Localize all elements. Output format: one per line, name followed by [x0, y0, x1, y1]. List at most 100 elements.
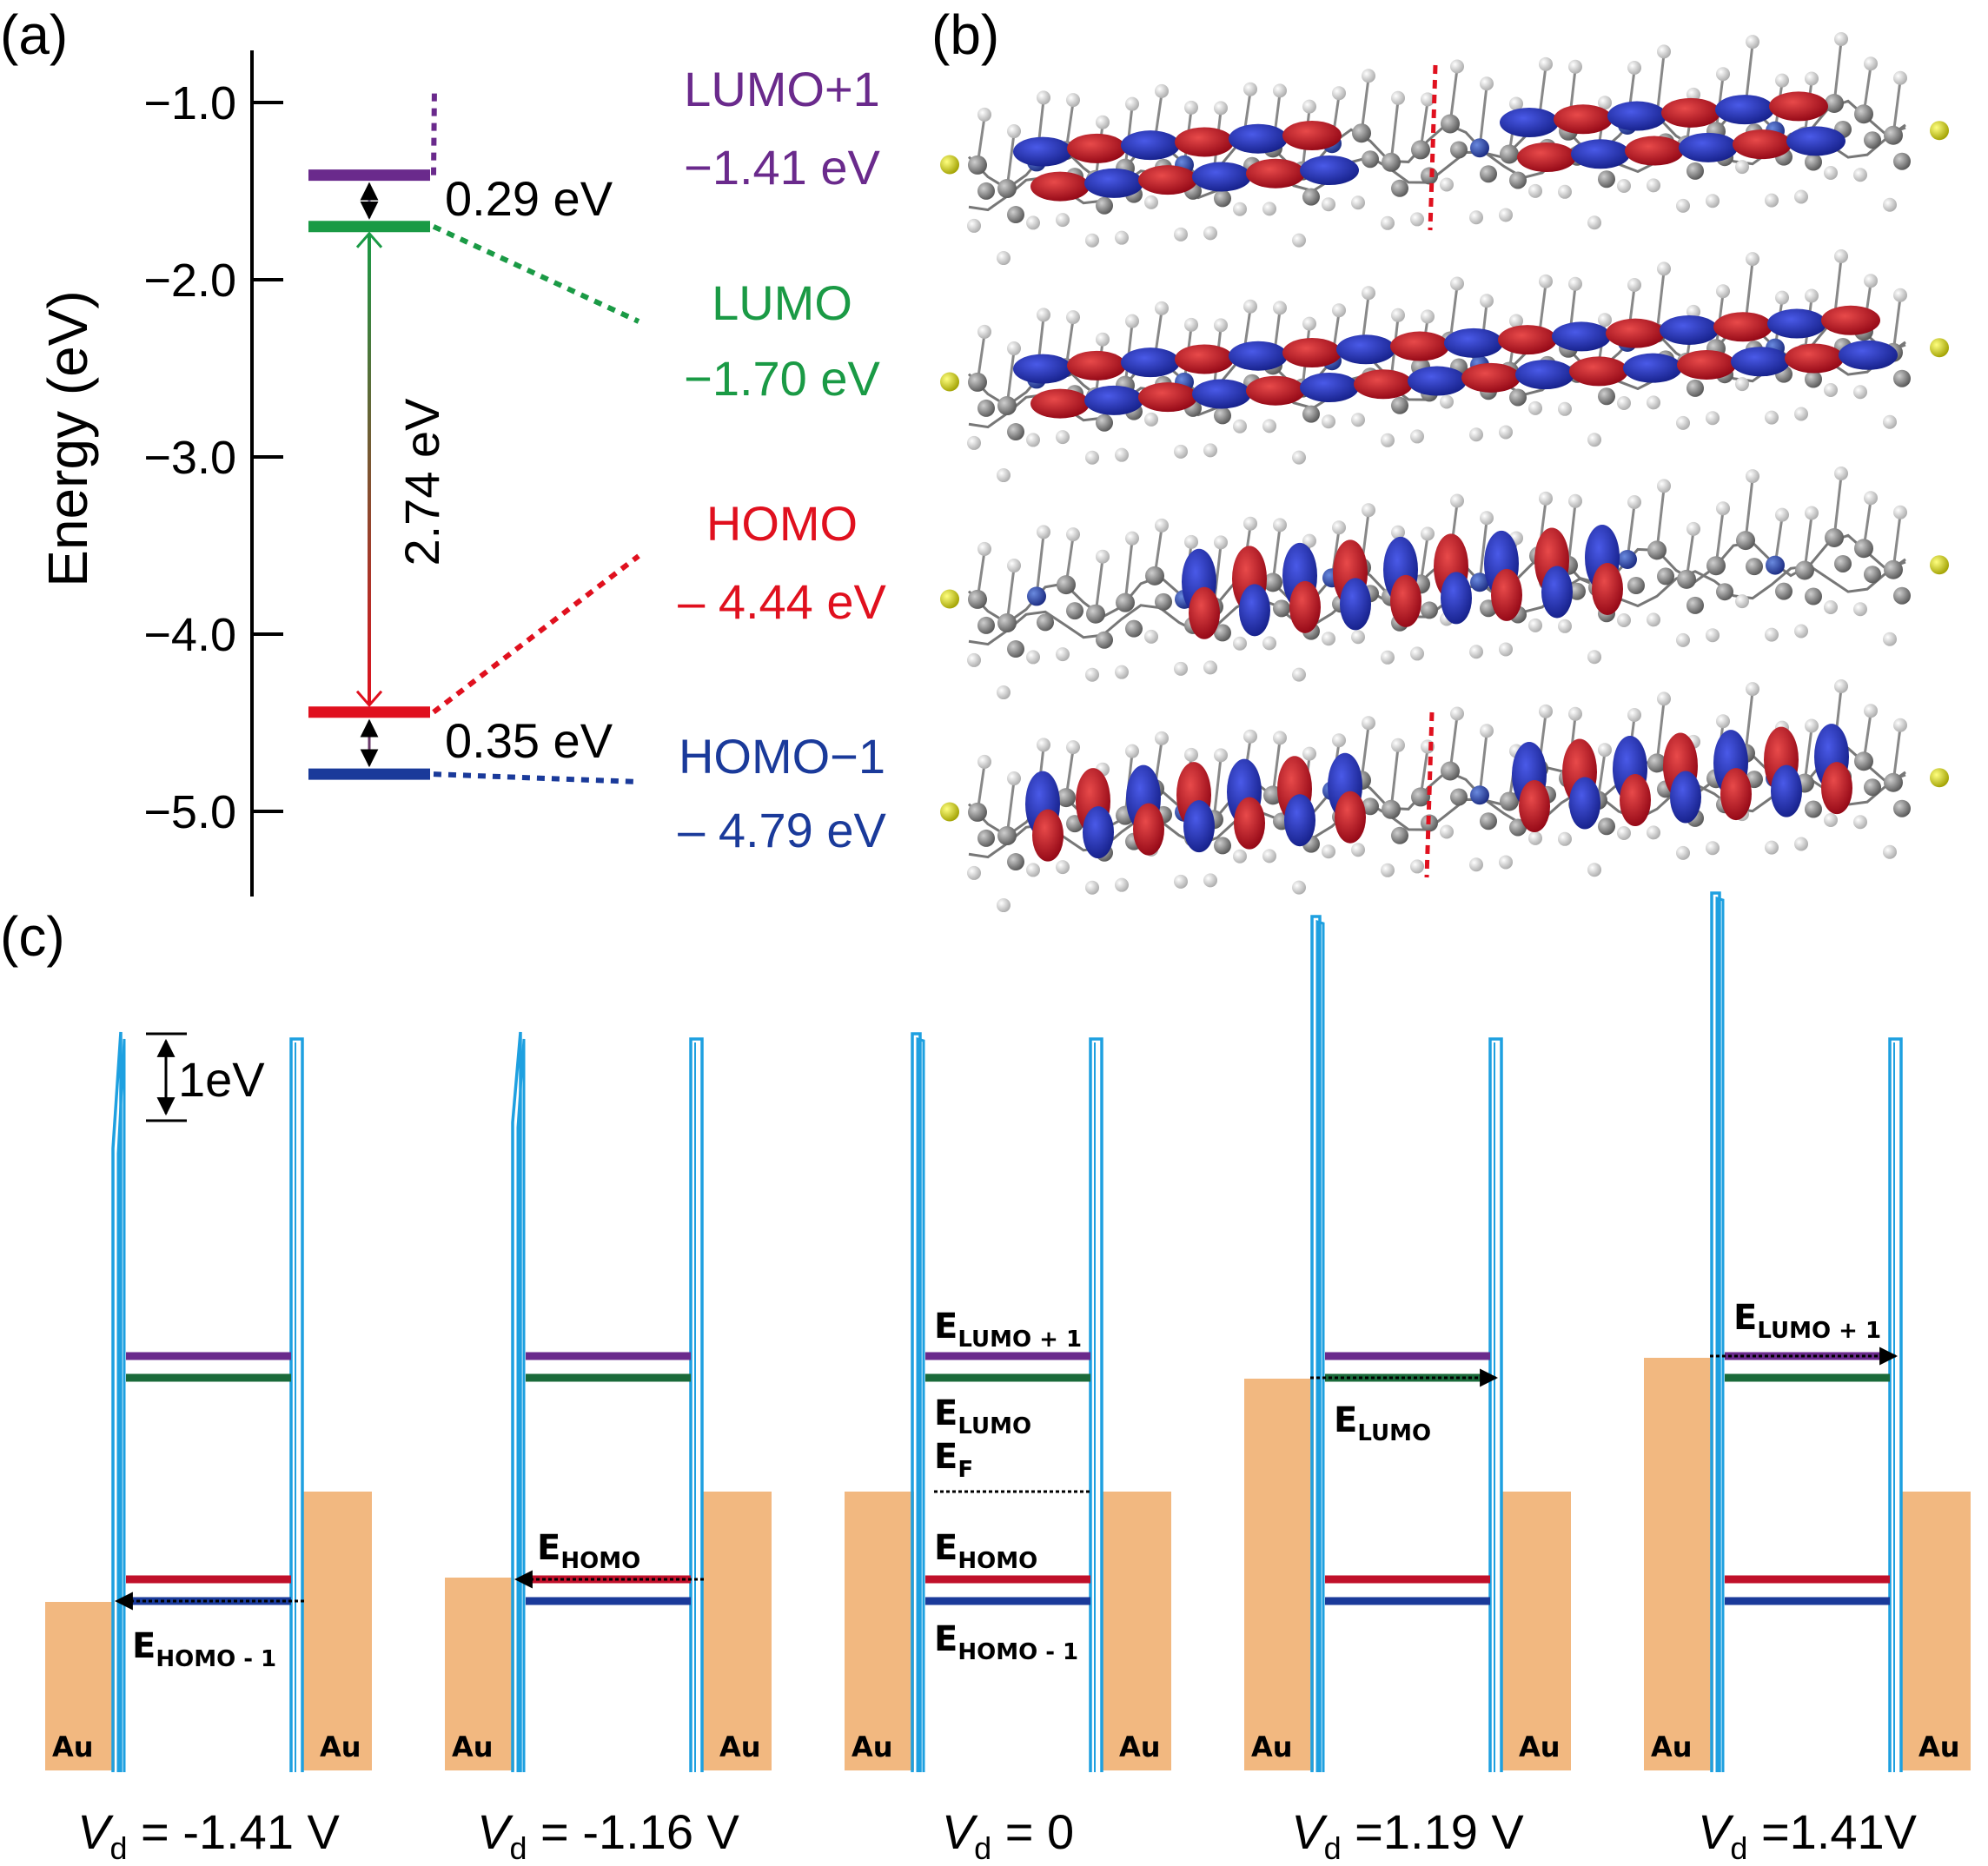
- orbital-lobe: [1677, 349, 1736, 380]
- h-atom: [1627, 60, 1641, 75]
- atom: [1382, 799, 1401, 819]
- h-atom: [1528, 400, 1542, 415]
- orbital-lobe: [1390, 331, 1449, 361]
- h-atom: [1627, 277, 1641, 292]
- bond: [1478, 520, 1488, 583]
- h-atom: [1351, 630, 1365, 645]
- h-atom: [1893, 505, 1907, 519]
- orbital-energy-homo: – 4.44 eV: [678, 574, 886, 629]
- h-atom: [1391, 525, 1405, 539]
- h-atom: [997, 251, 1011, 266]
- barrier-left: [111, 1031, 123, 1772]
- orbital-lobe: [1461, 362, 1521, 393]
- atom: [1214, 624, 1231, 642]
- atom: [1450, 788, 1468, 806]
- h-atom: [1509, 96, 1523, 111]
- h-atom: [1351, 843, 1365, 857]
- h-atom: [1184, 317, 1198, 332]
- h-atom: [1351, 413, 1365, 427]
- h-atom: [1262, 636, 1276, 651]
- connector-homo1: [433, 771, 639, 784]
- atom: [1825, 527, 1844, 547]
- h-atom: [1528, 830, 1542, 845]
- h-atom: [1262, 202, 1276, 216]
- h-atom: [1824, 382, 1838, 397]
- atom: [1618, 549, 1637, 569]
- orbital-lobe: [1839, 340, 1898, 370]
- orbital-lobe: [1246, 158, 1305, 189]
- h-atom: [1066, 93, 1080, 108]
- orbital-lobe: [1498, 325, 1557, 355]
- h-atom: [1391, 738, 1405, 752]
- orbital-lobe: [1771, 764, 1802, 817]
- atom: [1884, 772, 1903, 792]
- atom: [1096, 631, 1113, 649]
- h-atom: [1155, 518, 1169, 533]
- orbital-lobe: [1821, 305, 1880, 335]
- h-atom: [1115, 447, 1129, 462]
- h-atom: [1883, 414, 1897, 429]
- h-atom: [1598, 96, 1612, 110]
- atom: [1884, 125, 1903, 145]
- h-atom: [1598, 313, 1612, 328]
- gap-arrowhead-top: [355, 231, 383, 248]
- h-atom: [1362, 503, 1375, 518]
- bias-label: Vd =1.19 V: [1291, 1804, 1524, 1866]
- h-atom: [1834, 31, 1848, 46]
- atom: [1057, 575, 1076, 595]
- h-atom: [1893, 718, 1907, 732]
- h-atom: [1085, 667, 1099, 682]
- h-atom: [1026, 650, 1040, 665]
- orbital-lobe: [1767, 308, 1826, 339]
- h-atom: [1174, 874, 1188, 889]
- h-atom: [1568, 706, 1582, 721]
- molecule-lumo1: [940, 31, 1949, 266]
- au-label-left: Au: [452, 1730, 494, 1763]
- h-atom: [1657, 44, 1671, 59]
- barrier-right: [1888, 1037, 1903, 1772]
- atom: [1352, 123, 1371, 143]
- molecular-orbitals: [940, 31, 1949, 913]
- h-atom: [1499, 425, 1513, 440]
- orbital-energy-homo1: – 4.79 eV: [678, 803, 886, 857]
- h-atom: [1469, 857, 1483, 872]
- atom: [1893, 369, 1911, 387]
- orbital-lobe: [1517, 142, 1576, 172]
- h-atom: [1292, 233, 1306, 248]
- gap-label-homo: 0.35 eV: [445, 713, 613, 768]
- orbital-lobe: [1084, 385, 1143, 415]
- h-atom: [1775, 507, 1789, 522]
- h-atom: [1450, 276, 1464, 291]
- h-atom: [1676, 198, 1690, 213]
- orbital-lobe: [1335, 791, 1366, 844]
- h-atom: [1096, 549, 1110, 564]
- orbital-energy-lumo: −1.70 eV: [684, 351, 880, 406]
- orbital-lobe: [1660, 314, 1719, 345]
- h-atom: [1746, 35, 1759, 50]
- h-atom: [1440, 394, 1454, 409]
- h-atom: [1174, 227, 1188, 242]
- h-atom: [1509, 314, 1523, 328]
- s-atom: [1930, 555, 1949, 575]
- h-atom: [1155, 83, 1169, 98]
- connector-homo: [432, 553, 640, 715]
- orbital-lobe: [1720, 768, 1752, 821]
- atom: [1302, 188, 1320, 206]
- orbital-lobe: [1030, 388, 1090, 419]
- orbital-lobe: [1340, 578, 1371, 631]
- h-atom: [1273, 731, 1287, 745]
- h-atom: [1155, 301, 1169, 315]
- bond: [1389, 747, 1400, 810]
- h-atom: [1302, 99, 1316, 114]
- h-atom: [1450, 706, 1464, 721]
- h-atom: [1558, 401, 1572, 416]
- h-atom: [1174, 661, 1188, 676]
- gap-arrowhead-bottom: [355, 690, 383, 708]
- h-atom: [1007, 124, 1021, 139]
- atom: [1411, 787, 1430, 807]
- atom: [1884, 559, 1903, 579]
- h-atom: [1706, 628, 1720, 643]
- barrier-right: [1089, 1037, 1103, 1772]
- s-atom: [940, 802, 959, 822]
